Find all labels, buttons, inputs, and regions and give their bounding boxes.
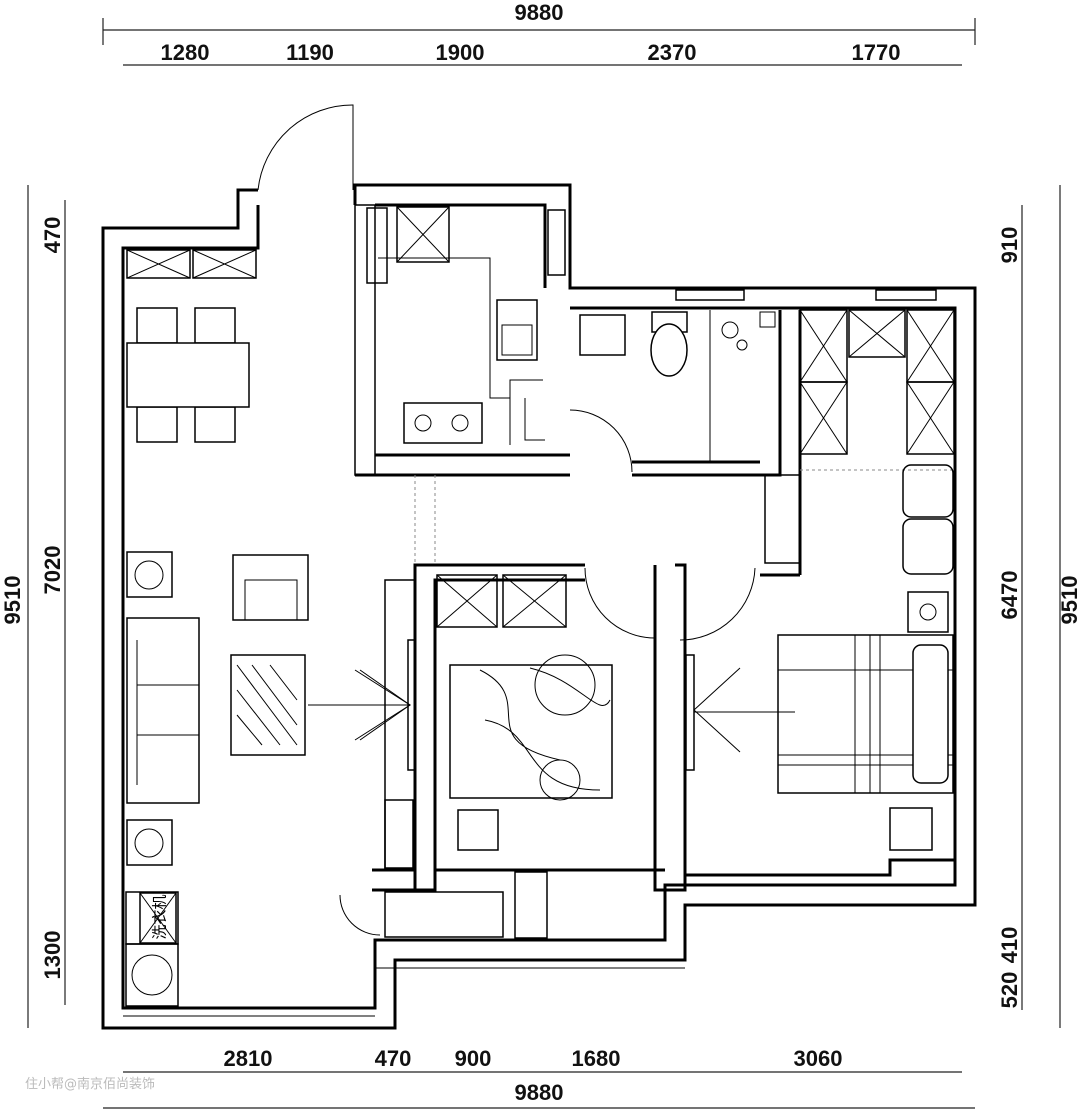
dim-left-1: 470 xyxy=(40,217,65,254)
dim-bottom-3: 900 xyxy=(455,1046,492,1071)
bathroom-door[interactable] xyxy=(569,409,633,473)
dim-bottom-total: 9880 xyxy=(515,1080,564,1105)
dim-bottom-4: 1680 xyxy=(572,1046,621,1071)
left-dimensions: 9510 470 7020 1300 xyxy=(0,185,66,1028)
washing-machine-label: 洗衣机 xyxy=(151,894,169,939)
dining-table xyxy=(126,307,250,443)
right-dimensions: 9510 910 6470 410 520 xyxy=(997,185,1080,1028)
dim-bottom-5: 3060 xyxy=(794,1046,843,1071)
dim-top-4: 2370 xyxy=(648,40,697,65)
laundry-area: 洗衣机 xyxy=(123,891,685,1017)
dim-top-5: 1770 xyxy=(852,40,901,65)
kitchen xyxy=(366,206,566,445)
dim-left-3: 1300 xyxy=(40,931,65,980)
dim-top-1: 1280 xyxy=(161,40,210,65)
wardrobes xyxy=(764,309,955,575)
dim-right-2: 6470 xyxy=(997,571,1022,620)
dim-right-total: 9510 xyxy=(1057,576,1080,625)
dim-right-4: 520 xyxy=(997,972,1022,1009)
bedroom-1 xyxy=(685,591,954,851)
bathroom xyxy=(579,289,937,462)
top-dimensions: 9880 1280 1190 1900 2370 1770 xyxy=(102,0,976,66)
dim-left-2: 7020 xyxy=(40,546,65,595)
entry-door[interactable] xyxy=(257,104,354,191)
dim-top-2: 1190 xyxy=(286,40,334,65)
dim-top-total: 9880 xyxy=(515,0,564,25)
walls xyxy=(101,183,977,1030)
living-furniture xyxy=(126,551,416,871)
dim-right-3: 410 xyxy=(997,927,1022,964)
dim-bottom-2: 470 xyxy=(375,1046,412,1071)
dim-top-3: 1900 xyxy=(436,40,485,65)
dim-right-1: 910 xyxy=(997,227,1022,264)
bottom-dimensions: 2810 470 900 1680 3060 9880 xyxy=(103,1046,975,1109)
bedroom-2 xyxy=(359,574,613,939)
watermark: 住小帮@南京佰尚装饰 xyxy=(25,1076,155,1092)
dim-left-total: 9510 xyxy=(0,576,25,625)
upper-cabinets xyxy=(126,249,257,279)
dim-bottom-1: 2810 xyxy=(224,1046,273,1071)
balcony-door[interactable] xyxy=(339,894,381,936)
bedroom2-door[interactable] xyxy=(584,567,656,639)
bedroom1-door[interactable] xyxy=(679,567,756,641)
